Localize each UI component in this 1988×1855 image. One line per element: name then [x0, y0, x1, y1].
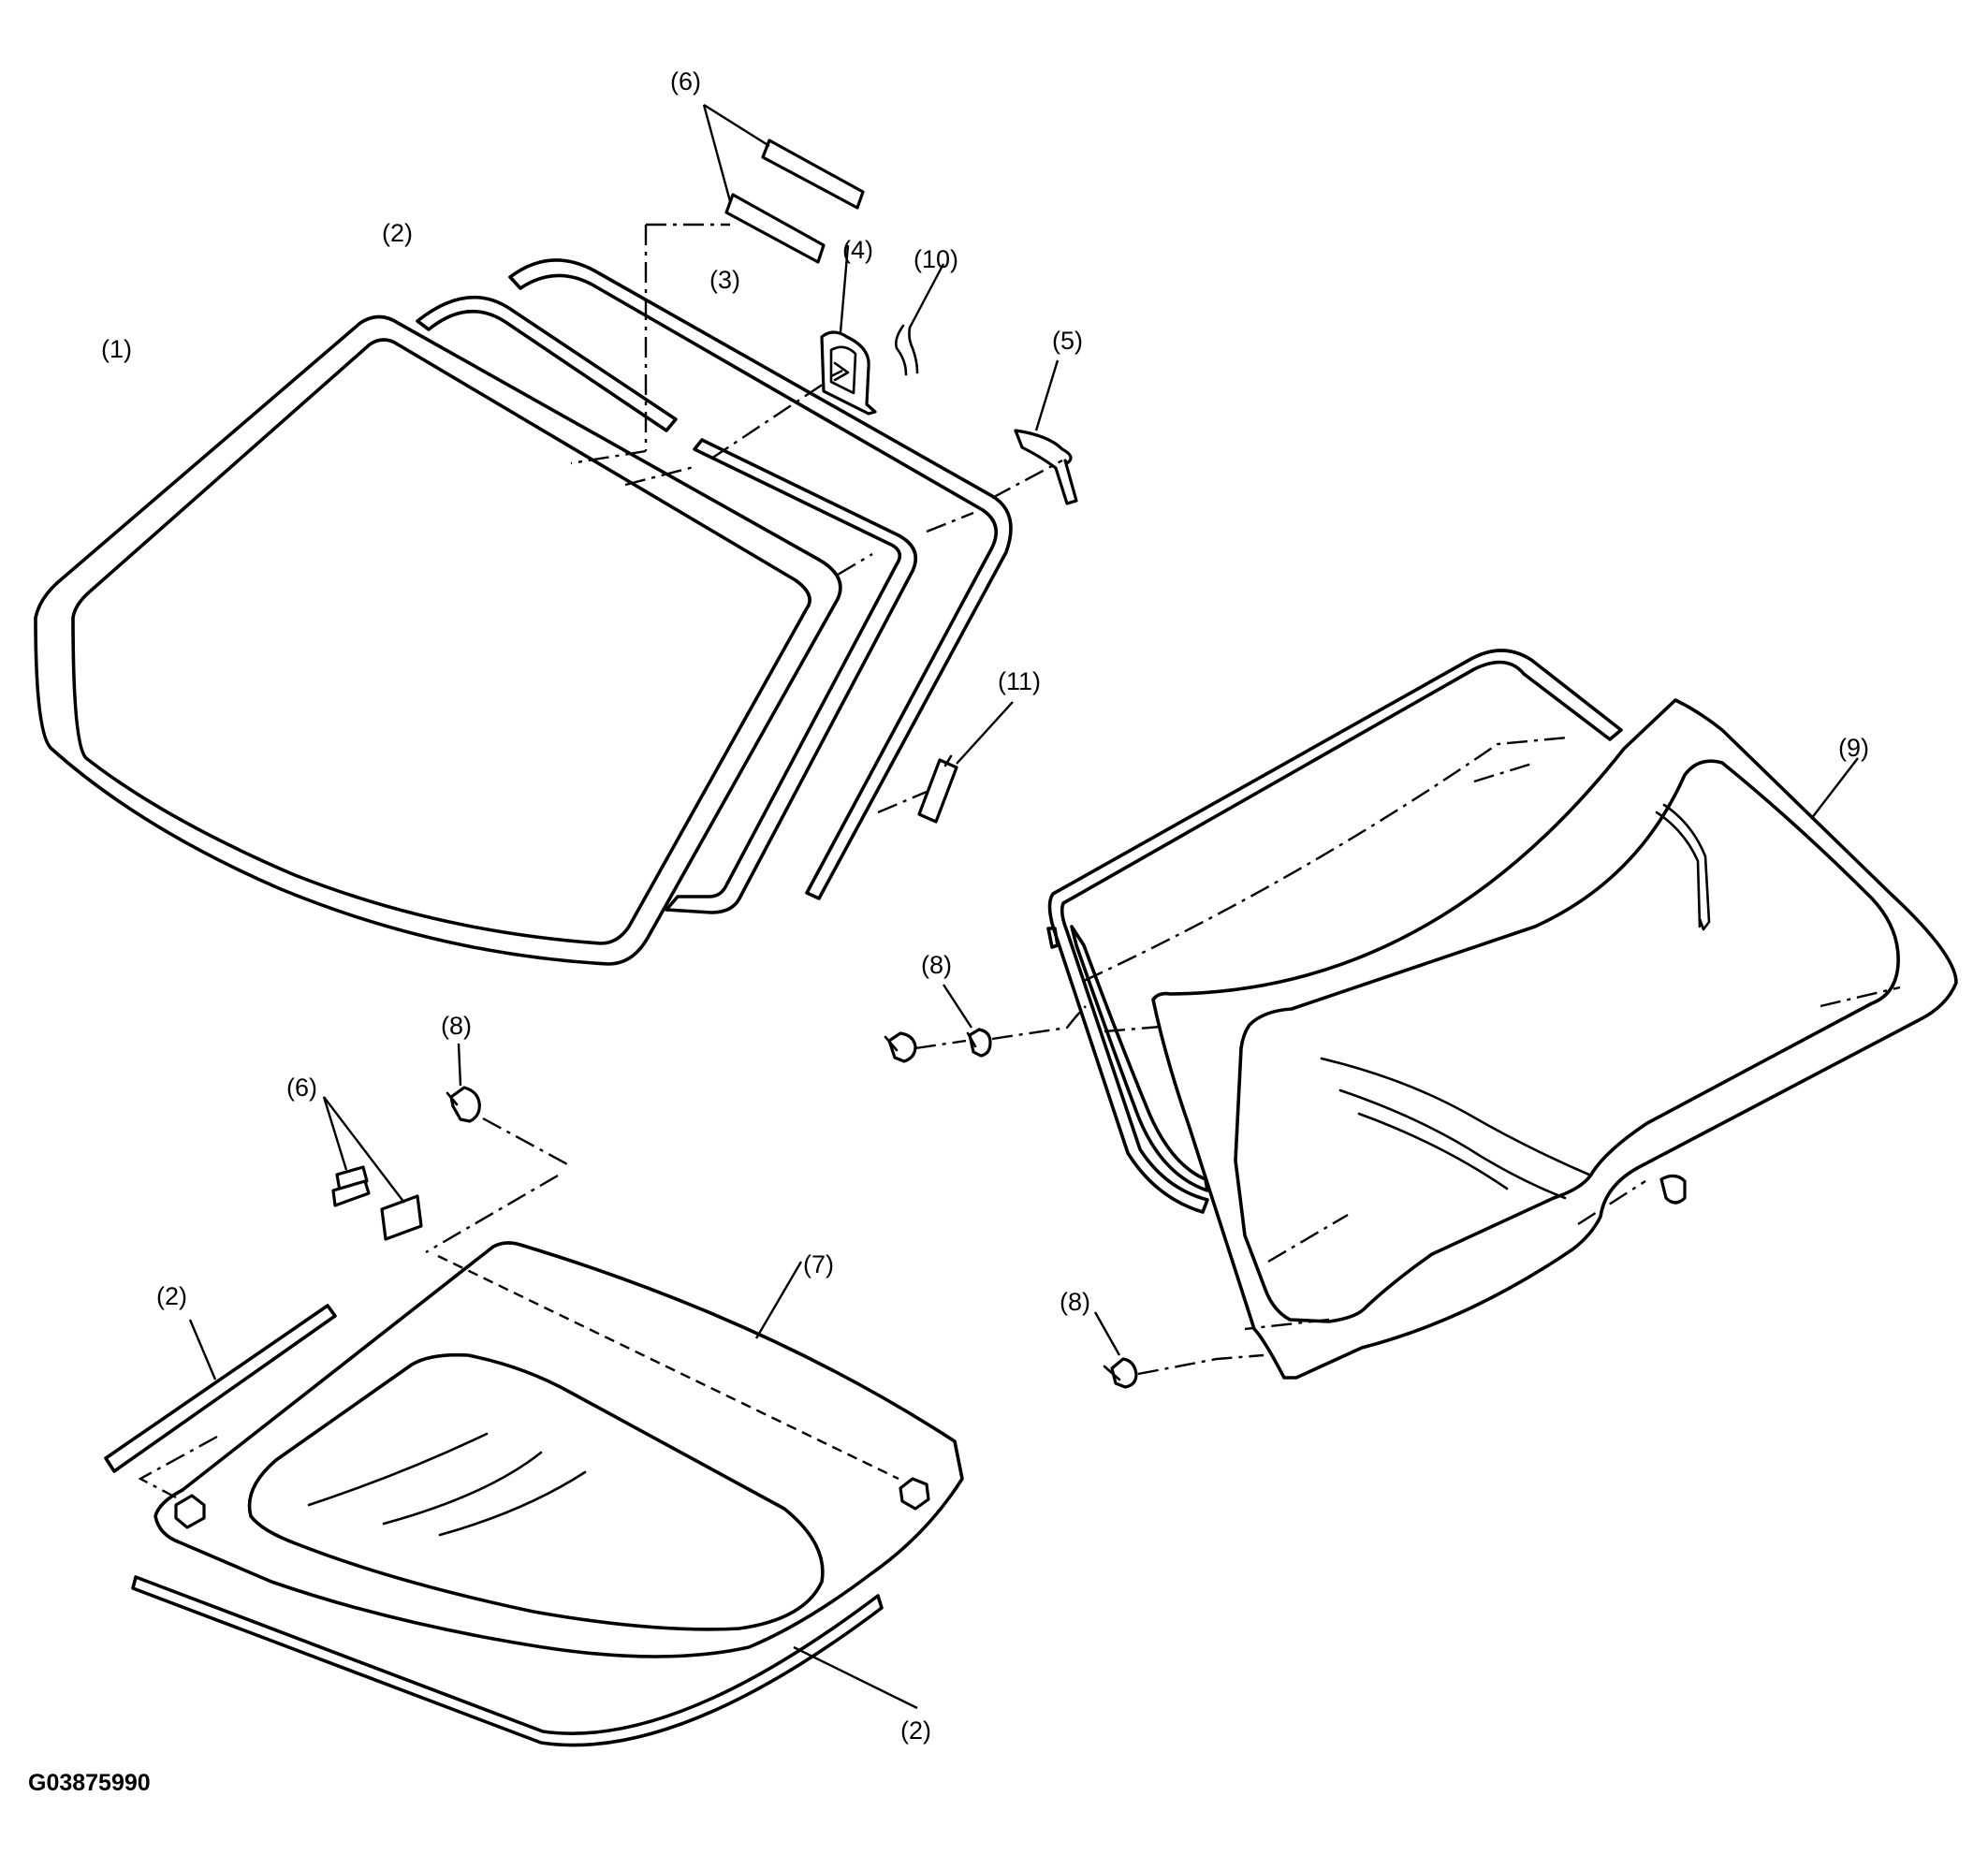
callout-8-back-lower: (8): [1060, 1288, 1090, 1316]
part-6-upper-spacers: [702, 103, 865, 264]
callout-2-windshield: (2): [382, 219, 413, 247]
callout-1: (1): [101, 335, 132, 363]
windshield-assembly-lines: [570, 223, 1063, 814]
callout-8-quarter: (8): [441, 1012, 472, 1040]
callout-6-upper: (6): [670, 67, 701, 95]
callout-5: (5): [1052, 327, 1083, 355]
part-2-windshield-molding: [416, 296, 917, 914]
part-7-quarter-glass: [138, 1241, 964, 1658]
callout-6-lower: (6): [286, 1074, 317, 1102]
part-9-back-door-glass: [1083, 698, 1958, 1380]
part-8-clip-upper: [425, 1043, 570, 1254]
back-glass-weatherstrip: [1046, 649, 1623, 1214]
callout-3: (3): [709, 266, 740, 294]
part-1-windshield-glass: [34, 314, 842, 966]
callout-2-quarter-lower: (2): [900, 1716, 931, 1745]
part-2-quarter-upper-molding: [104, 1304, 337, 1473]
part-6-lower-spacers: [322, 1096, 423, 1241]
part-8-clips-back-glass: [884, 984, 1264, 1389]
callout-labels: (1) (2) (3) (4) (5) (6) (10) (11) (6) (8…: [101, 67, 1869, 1745]
callout-4: (4): [842, 236, 873, 264]
figure-id: G03875990: [28, 1770, 151, 1796]
part-10-clip: [895, 263, 945, 376]
part-2-quarter-lower-molding: [131, 1575, 918, 1747]
callout-2-quarter-upper: (2): [156, 1282, 187, 1310]
callout-8-back-upper: (8): [921, 951, 952, 979]
part-11-clip: [917, 701, 1014, 824]
callout-11: (11): [998, 667, 1041, 695]
part-3-windshield-dam: [508, 258, 1013, 900]
callout-9: (9): [1838, 734, 1869, 762]
callout-10: (10): [914, 245, 958, 273]
part-5-corner-piece: [1014, 359, 1078, 505]
callout-7: (7): [803, 1250, 834, 1278]
part-4-mirror-base: [820, 244, 877, 416]
